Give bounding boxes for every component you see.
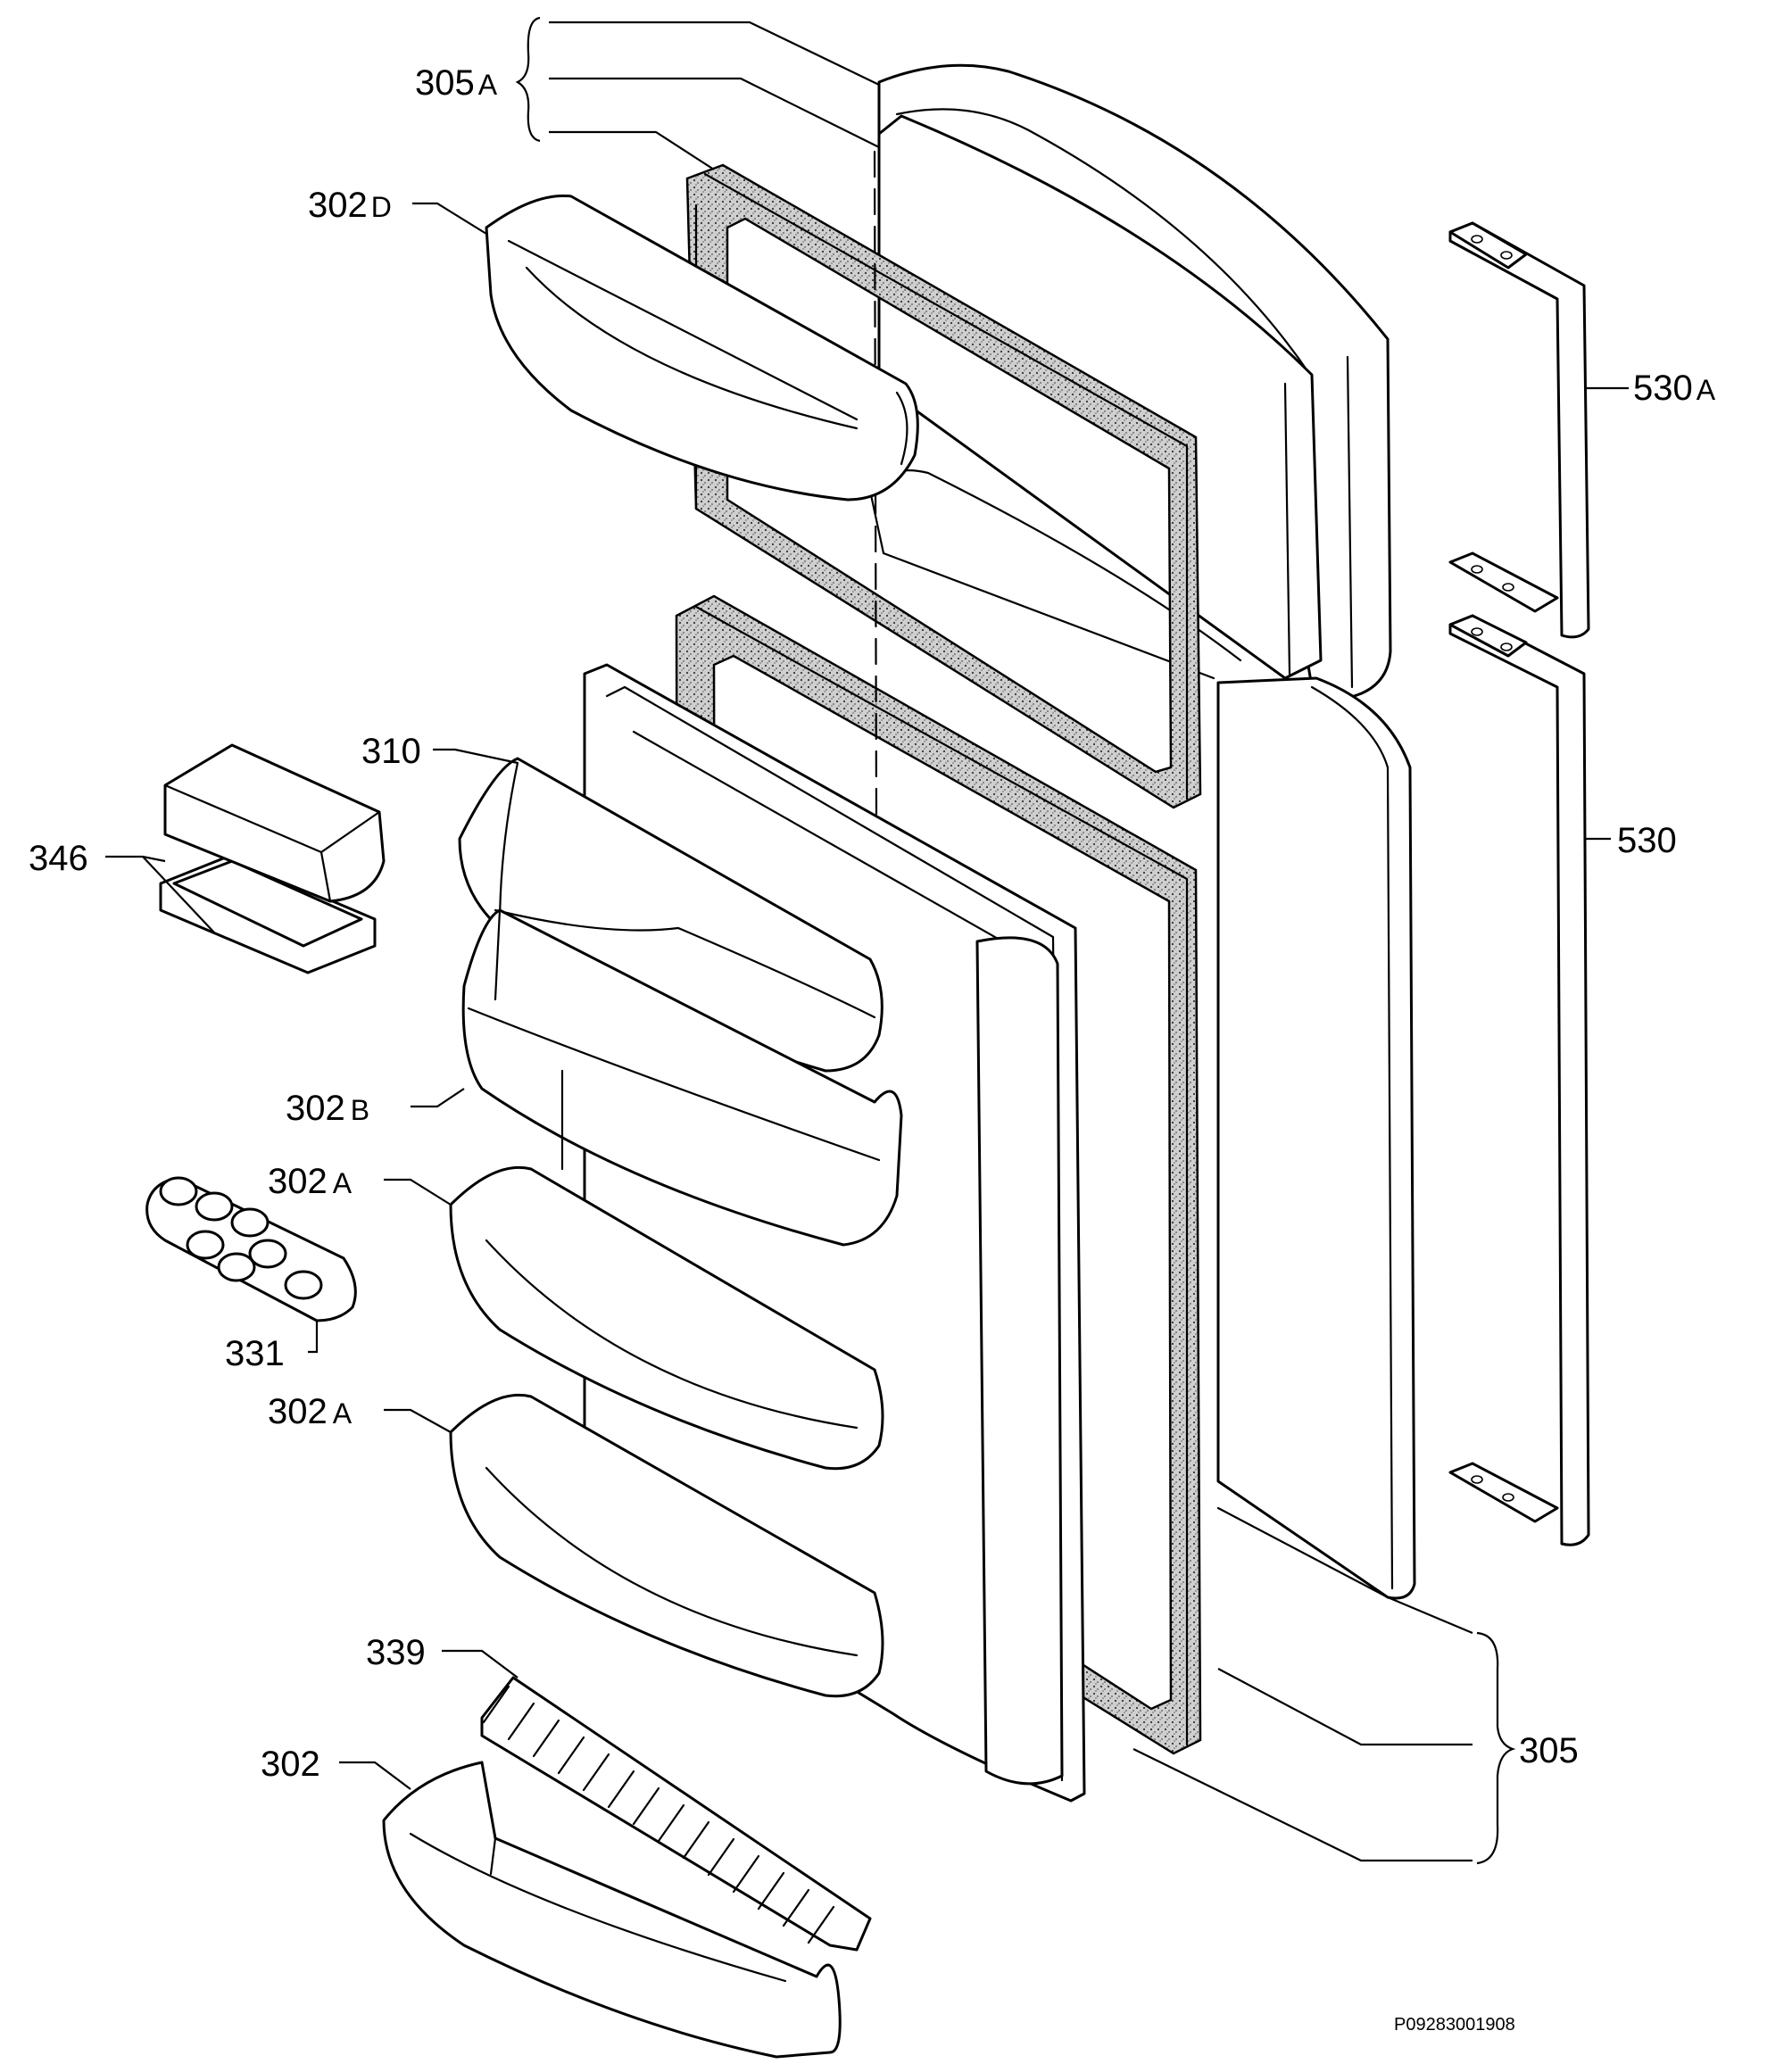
callout-302: 302 — [261, 1745, 320, 1784]
drawing-code: P09283001908 — [1394, 2015, 1515, 2035]
egg-cup — [186, 1230, 225, 1260]
callout-346: 346 — [29, 839, 88, 878]
callout-331: 331 — [225, 1334, 285, 1373]
grille-rib — [582, 1753, 610, 1792]
egg-cup — [230, 1207, 270, 1238]
fridge-door-assembly — [1216, 676, 1416, 1600]
door-shelf-302 — [382, 1761, 842, 2059]
hinge-530a — [1448, 221, 1590, 639]
grille-rib — [707, 1837, 735, 1877]
grille-rib — [482, 1685, 510, 1724]
callout-530: 530 — [1617, 821, 1677, 860]
grille-rib — [807, 1905, 835, 1944]
egg-cup — [195, 1191, 234, 1222]
freezer-door-assembly — [868, 63, 1392, 700]
callout-339: 339 — [366, 1633, 426, 1672]
egg-tray-331 — [145, 1176, 357, 1322]
callout-305: 305 — [1519, 1731, 1579, 1770]
grille-rib — [607, 1770, 635, 1809]
grille-rib — [507, 1702, 535, 1741]
egg-cup — [248, 1239, 287, 1269]
grille-rib — [657, 1803, 685, 1843]
grille-rib — [757, 1871, 785, 1911]
door-shelf-302a-upper — [449, 1165, 884, 1471]
grille-rib — [632, 1786, 660, 1826]
grille-rib — [782, 1888, 810, 1927]
door-shelf-302d — [485, 194, 919, 501]
grille-rib — [532, 1719, 560, 1758]
grille-rib — [557, 1736, 585, 1775]
callout-310: 310 — [361, 732, 421, 771]
egg-cup — [159, 1176, 198, 1206]
door-shelf-302a-lower — [449, 1393, 884, 1698]
leader-lines — [105, 16, 1629, 1865]
grille-rib — [682, 1820, 710, 1860]
grille-rib — [732, 1854, 760, 1894]
hinge-530 — [1448, 614, 1590, 1546]
egg-cup — [284, 1270, 323, 1300]
egg-cup — [217, 1252, 256, 1282]
door-shelf-302b — [461, 908, 903, 1247]
butter-dish-346 — [159, 743, 386, 974]
bottle-grille-339 — [480, 1676, 872, 1952]
